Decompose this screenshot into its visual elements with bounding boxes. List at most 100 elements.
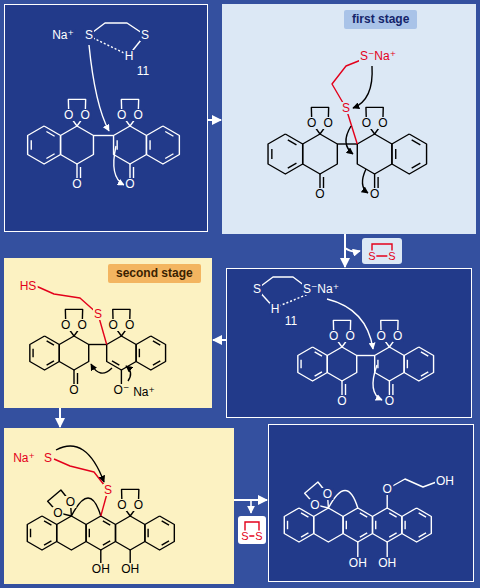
atom-label: O: [323, 117, 334, 129]
bond-line: [421, 372, 428, 376]
bond-line: [314, 508, 343, 542]
atom-label: O: [116, 499, 127, 511]
scheme-panel: SS⁻Na⁺OOOOOOfirst stage: [222, 4, 476, 234]
atom-label: O: [63, 109, 74, 121]
atom-label: OH: [435, 475, 455, 487]
curved-arrow: [91, 364, 112, 373]
reaction-arrow: [213, 339, 226, 341]
atom-label: S⁻Na⁺: [302, 283, 340, 295]
bond-line: [287, 521, 288, 529]
bond-line: [36, 286, 98, 314]
byproduct-atom: S: [254, 531, 263, 542]
bond-line: [301, 533, 308, 537]
scheme-panel: Na⁺SSOOOOOHOH: [4, 428, 234, 584]
bond-line: [107, 336, 136, 370]
bond-line: [412, 140, 421, 145]
bond-line: [129, 550, 130, 564]
scheme-panel: HSSOOOOOO⁻Na⁺second stage: [4, 258, 212, 408]
bond-line: [421, 352, 428, 356]
reaction-arrow: [344, 234, 346, 267]
bond-line: [153, 341, 160, 345]
bond-line: [300, 360, 301, 368]
atom-label: O: [375, 330, 386, 342]
byproduct-arrow: [345, 248, 360, 252]
bond-line: [357, 355, 375, 356]
atom-label: S⁻Na⁺: [359, 50, 397, 62]
byproduct-patch: [238, 516, 266, 544]
bond-line: [327, 347, 356, 381]
atom-label: S: [252, 283, 262, 295]
bond-line: [162, 521, 169, 525]
bond-line: [372, 508, 401, 542]
byproduct-atom: S: [367, 251, 376, 262]
bond-line: [315, 352, 322, 356]
bond-line: [360, 533, 367, 537]
curved-arrow: [353, 66, 372, 108]
bond-line: [375, 521, 376, 529]
bond-line: [147, 529, 148, 537]
bond-line: [377, 360, 378, 368]
bond-line: [360, 513, 367, 517]
byproduct-arrow: [250, 501, 252, 513]
bond-line: [27, 516, 56, 550]
atom-label: HS: [19, 280, 38, 292]
bond-line: [268, 134, 303, 174]
structure-drawing: [227, 269, 473, 419]
bond-line: [315, 372, 322, 376]
atom-label: OH: [348, 557, 368, 569]
stage-label: first stage: [352, 12, 409, 26]
bond-line: [100, 550, 101, 564]
atom-label: O: [361, 117, 372, 129]
byproduct-atom: S: [240, 531, 249, 542]
atom-label: O: [107, 319, 118, 331]
bond-line: [165, 132, 173, 137]
atom-label: S: [103, 484, 113, 496]
atom-label: O: [71, 178, 82, 190]
atom-label: O: [392, 330, 403, 342]
bond-line: [165, 154, 173, 159]
bond-line: [46, 132, 54, 137]
reaction-arrow: [234, 499, 267, 501]
bond-line: [288, 163, 297, 168]
atom-label: Na⁺: [51, 29, 75, 41]
byproduct-atom: S: [387, 251, 396, 262]
structure-drawing: [269, 425, 475, 583]
curved-arrow: [126, 366, 131, 381]
atom-label: O: [309, 499, 320, 511]
bond-line: [145, 516, 174, 550]
reaction-arrow: [59, 408, 61, 427]
atom-label: OH: [120, 563, 140, 575]
bond-line: [387, 479, 439, 508]
bond-line: [407, 360, 408, 368]
structure-drawing: [5, 5, 209, 233]
curved-arrow: [56, 446, 104, 482]
atom-label: O: [65, 496, 76, 508]
bond-line: [271, 149, 272, 159]
bond-line: [32, 349, 33, 357]
scheme-panel: Na⁺SSH11OOOOOO: [4, 4, 208, 232]
atom-label: O: [322, 488, 333, 500]
bond-line: [375, 347, 404, 381]
bond-line: [303, 134, 338, 174]
bond-line: [153, 361, 160, 365]
bond-line: [288, 140, 297, 145]
bond-line: [162, 541, 169, 545]
bond-line: [337, 143, 357, 144]
atom-label: O: [369, 188, 380, 200]
structure-drawing: [222, 4, 476, 234]
atom-label: S: [140, 29, 150, 41]
reaction-arrow: [208, 119, 221, 121]
bond-line: [112, 361, 119, 365]
bond-line: [89, 529, 90, 537]
bond-line: [61, 126, 94, 164]
atom-label: O: [377, 117, 388, 129]
bond-line: [46, 154, 54, 159]
atom-label: O: [133, 499, 144, 511]
atom-label: O: [336, 395, 347, 407]
atom-label: O: [328, 330, 339, 342]
scheme-panel: OOOOHOHOH: [268, 424, 474, 582]
atom-label: H: [270, 303, 281, 315]
bond-line: [389, 513, 396, 517]
atom-label: Na⁺: [12, 452, 36, 464]
atom-label: OH: [91, 563, 111, 575]
